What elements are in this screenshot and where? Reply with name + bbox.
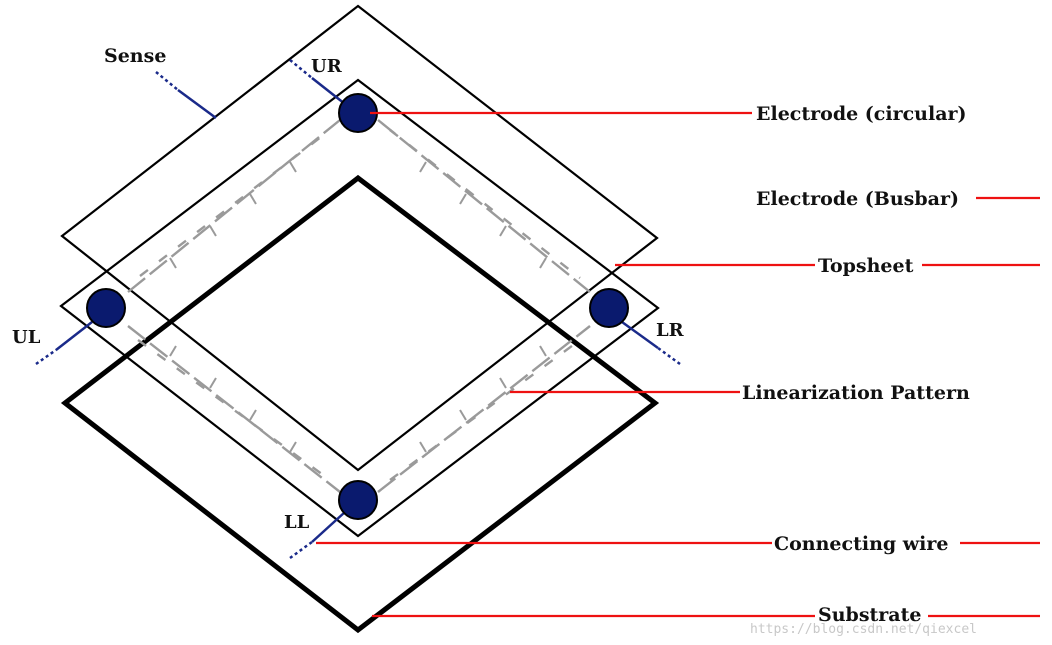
- label-linearization-pattern: Linearization Pattern: [742, 382, 970, 404]
- sense-wire: [155, 71, 217, 120]
- topsheet-outline: [60, 4, 659, 472]
- substrate-outline: [60, 174, 660, 634]
- label-electrode-circular: Electrode (circular): [756, 103, 967, 125]
- electrode-ll: [338, 480, 378, 520]
- label-ul: UL: [12, 327, 41, 348]
- watermark: https://blog.csdn.net/qiexcel: [750, 622, 977, 637]
- label-ll: LL: [284, 512, 310, 533]
- label-sense: Sense: [104, 45, 166, 67]
- label-electrode-busbar: Electrode (Busbar): [756, 188, 959, 210]
- linearization-pattern: [127, 119, 591, 493]
- corner-wires: [35, 59, 681, 560]
- label-connecting-wire: Connecting wire: [774, 533, 948, 555]
- label-ur: UR: [311, 56, 343, 77]
- electrode-frame-inner: [106, 178, 598, 470]
- label-topsheet: Topsheet: [818, 255, 914, 277]
- leader-lines: [316, 111, 1040, 618]
- label-substrate: Substrate: [818, 604, 921, 626]
- electrode-ul: [86, 288, 126, 328]
- electrode-lr: [589, 288, 629, 328]
- label-lr: LR: [656, 320, 685, 341]
- electrode-frame-outer: [59, 78, 660, 538]
